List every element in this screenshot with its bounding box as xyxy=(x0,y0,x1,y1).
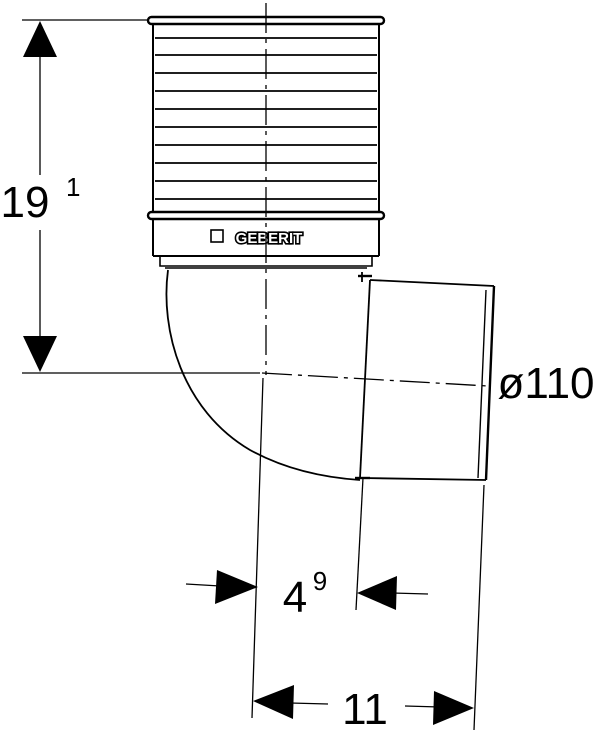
length-arrow-left xyxy=(253,685,294,719)
offset-dimension xyxy=(185,570,429,610)
height-arrow-down xyxy=(23,336,57,372)
length-arrow-right xyxy=(433,691,474,725)
centerlines xyxy=(261,3,489,387)
extension-line-spigot-start xyxy=(355,477,364,611)
extension-lines xyxy=(251,377,485,731)
offset-arrow-left xyxy=(215,570,258,604)
height-label: 19 xyxy=(1,178,50,227)
length-dimension-line-left xyxy=(289,702,329,705)
spigot-bottom-edge xyxy=(361,477,487,481)
spigot-right-edge xyxy=(484,285,496,481)
socket-collar xyxy=(159,256,373,267)
brand-logo: GEBERIT xyxy=(210,228,304,249)
diameter-label: ø110 xyxy=(497,359,594,408)
extension-line-centre xyxy=(251,377,264,719)
height-dimension xyxy=(22,19,260,374)
elbow-body xyxy=(165,269,372,481)
extension-line-spigot-end xyxy=(473,484,485,731)
offset-dimension-line-left xyxy=(185,583,221,587)
offset-dimension-line-right xyxy=(391,592,429,595)
offset-arrow-right xyxy=(357,576,397,610)
height-label-superscript: 1 xyxy=(66,172,80,202)
offset-label: 4 xyxy=(283,573,307,622)
offset-label-superscript: 9 xyxy=(313,566,327,596)
brand-logo-square xyxy=(210,229,224,243)
spigot-right-chamfer xyxy=(477,289,487,479)
height-arrow-up xyxy=(23,21,57,57)
length-label: 11 xyxy=(342,685,388,734)
brand-logo-text: GEBERIT xyxy=(236,230,303,247)
elbow-outer-curve xyxy=(165,269,361,481)
spigot-top-edge xyxy=(369,279,495,287)
length-dimension xyxy=(253,685,474,725)
horizontal-centerline xyxy=(261,372,489,387)
